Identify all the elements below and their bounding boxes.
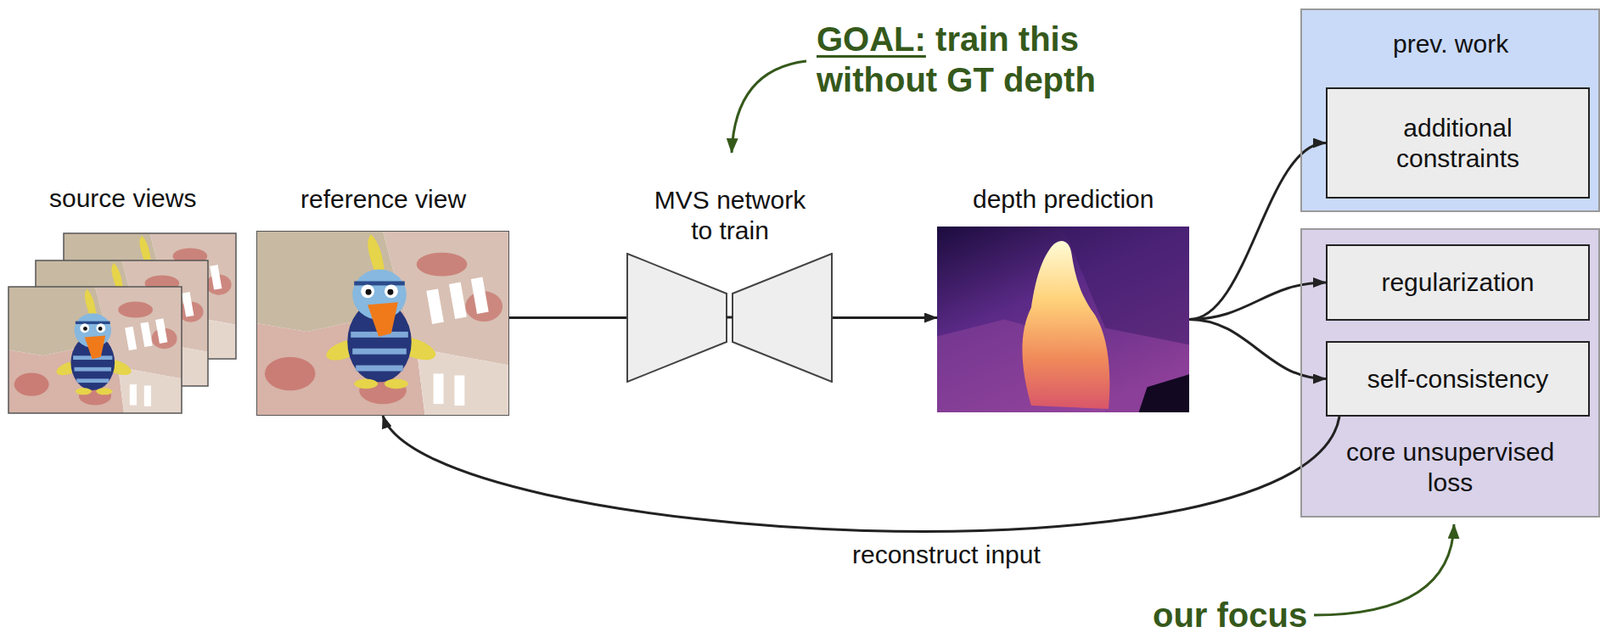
image-heading: reference view <box>300 184 466 215</box>
box-label: additional constraints <box>1373 112 1544 175</box>
reference-view-image: reference view <box>256 230 510 416</box>
reference-photo <box>256 230 510 416</box>
prev-work-panel: prev. work additional constraints <box>1300 8 1600 213</box>
constraint-box: additional constraints <box>1325 87 1590 199</box>
edge-label: reconstruct input <box>848 539 1045 571</box>
connector <box>509 316 627 320</box>
panel-fill <box>1300 8 1600 213</box>
connector <box>1189 320 1326 380</box>
self-consistency-box: self-consistency <box>1325 341 1590 417</box>
source-views-stack: source views <box>8 232 236 414</box>
depth-map-image <box>937 226 1190 413</box>
connector <box>1189 143 1326 320</box>
connector <box>382 415 1340 532</box>
focus-callout: our focus <box>1152 598 1308 633</box>
goal-heading: GOAL: <box>816 20 927 58</box>
image-heading: depth prediction <box>972 184 1155 215</box>
panel-fill <box>1300 228 1600 518</box>
regularization-box: regularization <box>1325 244 1590 321</box>
source-photo-stack <box>8 233 236 414</box>
connector <box>1189 282 1326 320</box>
goal-callout: GOAL:train this without GT depth <box>816 18 1114 101</box>
panel-title: prev. work <box>1392 28 1509 60</box>
box-label: regularization <box>1381 267 1534 298</box>
panel-title: core unsupervised loss <box>1345 437 1556 499</box>
unsupervised-loss-panel: core unsupervised loss regularization self… <box>1300 228 1600 518</box>
goal-pointer-arrow <box>731 61 807 153</box>
mvs-network: MVS network to train <box>626 252 833 383</box>
connector <box>832 316 938 320</box>
box-label: self-consistency <box>1367 364 1549 395</box>
bowtie-shape <box>626 252 833 383</box>
focus-pointer-arrow <box>1313 524 1455 616</box>
depth-prediction-image: depth prediction <box>937 226 1190 413</box>
image-heading: source views <box>49 183 197 214</box>
image-heading: MVS network to train <box>645 185 815 247</box>
panel-fills <box>1300 8 1600 518</box>
